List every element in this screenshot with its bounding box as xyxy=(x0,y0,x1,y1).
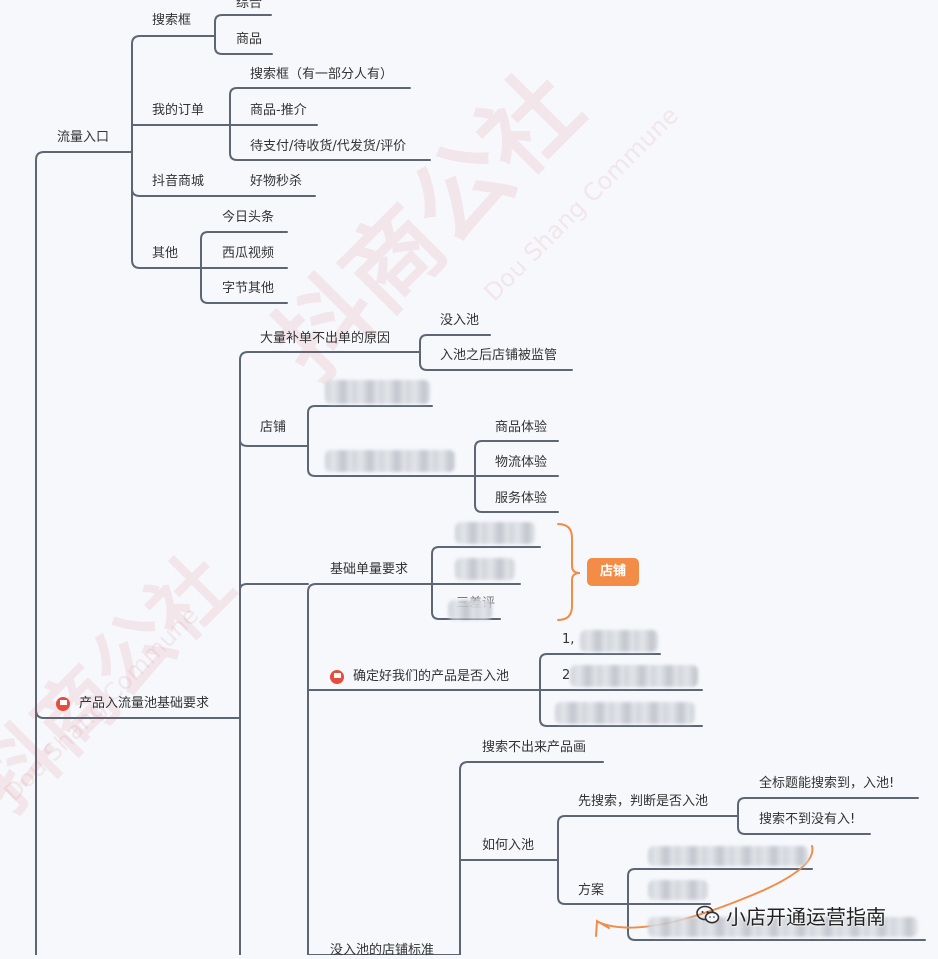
connector xyxy=(229,87,411,126)
connector xyxy=(307,445,476,477)
footer-brand-text: 小店开通运营指南 xyxy=(726,904,886,929)
connector xyxy=(431,546,541,585)
node-toutiao[interactable]: 今日头条 xyxy=(222,210,275,225)
connector xyxy=(307,583,433,955)
connector xyxy=(539,653,661,691)
connector xyxy=(214,35,273,55)
connector xyxy=(229,124,431,161)
arrow-head xyxy=(595,919,610,937)
node-search-first[interactable]: 先搜索，判断是否入池 xyxy=(578,794,709,809)
connector xyxy=(419,334,491,353)
connector xyxy=(627,868,813,905)
redacted-text xyxy=(325,380,430,404)
connector xyxy=(474,440,559,477)
redacted-text xyxy=(570,665,698,687)
connector xyxy=(200,267,288,304)
node-pool-requirements[interactable]: 产品入流量池基础要求 xyxy=(79,696,210,711)
connector xyxy=(214,14,272,37)
wechat-icon xyxy=(696,905,720,924)
node-reason-no-order[interactable]: 大量补单不出单的原因 xyxy=(260,331,391,346)
connector xyxy=(239,351,421,955)
redacted-text xyxy=(648,846,808,866)
node-service-experience[interactable]: 服务体验 xyxy=(495,491,548,506)
redacted-text xyxy=(555,702,695,724)
redacted-text xyxy=(448,600,492,620)
redacted-text xyxy=(580,630,658,652)
connector xyxy=(627,903,926,941)
node-logistics-experience[interactable]: 物流体验 xyxy=(495,455,548,470)
footer-brand: 小店开通运营指南 xyxy=(696,900,886,930)
redacted-text xyxy=(455,522,535,544)
node-goods-promo[interactable]: 商品-推介 xyxy=(250,103,307,118)
node-not-found[interactable]: 搜索不到没有入! xyxy=(759,812,856,827)
node-goods-experience[interactable]: 商品体验 xyxy=(495,420,548,435)
node-goods[interactable]: 商品 xyxy=(236,32,263,47)
node-store-monitored[interactable]: 入池之后店铺被监管 xyxy=(440,348,558,363)
connector xyxy=(419,351,573,371)
node-not-in-pool[interactable]: 没入池 xyxy=(440,313,480,328)
flag-icon xyxy=(330,670,344,684)
connector xyxy=(307,405,433,447)
node-full-title-found[interactable]: 全标题能搜索到，入池! xyxy=(759,776,895,791)
node-order-status[interactable]: 待支付/待收货/代发货/评价 xyxy=(250,139,407,154)
node-basic-order-req[interactable]: 基础单量要求 xyxy=(330,562,409,577)
node-how-to-pool[interactable]: 如何入池 xyxy=(482,838,535,853)
node-douyin-mall[interactable]: 抖音商城 xyxy=(152,174,205,189)
node-xigua[interactable]: 西瓜视频 xyxy=(222,246,275,261)
connector xyxy=(557,815,739,861)
node-comprehensive[interactable]: 综合 xyxy=(236,0,263,11)
redacted-text xyxy=(455,558,515,580)
node-search-box[interactable]: 搜索框 xyxy=(152,13,192,28)
node-item-1-prefix: 1, xyxy=(562,632,575,647)
redacted-text xyxy=(648,880,708,900)
node-plan[interactable]: 方案 xyxy=(578,883,605,898)
node-bytedance-other[interactable]: 字节其他 xyxy=(222,281,275,296)
node-flash-sale[interactable]: 好物秒杀 xyxy=(250,174,303,189)
connector xyxy=(539,689,703,727)
connector xyxy=(239,439,309,447)
connector xyxy=(557,859,629,905)
connector xyxy=(474,475,559,513)
connector xyxy=(737,815,871,835)
connector xyxy=(131,151,202,269)
node-confirm-in-pool[interactable]: 确定好我们的产品是否入池 xyxy=(353,669,510,684)
node-item-2-prefix: 2 xyxy=(562,668,571,683)
connector xyxy=(200,231,288,269)
summary-bracket xyxy=(557,523,581,621)
node-not-pool-standard[interactable]: 没入池的店铺标准 xyxy=(330,943,435,958)
connector xyxy=(35,151,133,955)
connector xyxy=(737,797,919,817)
connector xyxy=(35,709,241,719)
connector xyxy=(239,583,309,719)
node-store[interactable]: 店铺 xyxy=(260,420,287,435)
node-search-no-image[interactable]: 搜索不出来产品画 xyxy=(482,740,587,755)
node-traffic-entry[interactable]: 流量入口 xyxy=(57,130,110,145)
redacted-text xyxy=(325,450,455,472)
connector xyxy=(131,35,216,153)
store-badge[interactable]: 店铺 xyxy=(587,558,639,586)
connector xyxy=(459,761,604,955)
node-search-partial[interactable]: 搜索框（有一部分人有） xyxy=(250,67,394,82)
node-my-orders[interactable]: 我的订单 xyxy=(152,103,205,118)
node-others[interactable]: 其他 xyxy=(152,246,179,261)
connector xyxy=(431,583,501,620)
flag-icon xyxy=(56,697,70,711)
